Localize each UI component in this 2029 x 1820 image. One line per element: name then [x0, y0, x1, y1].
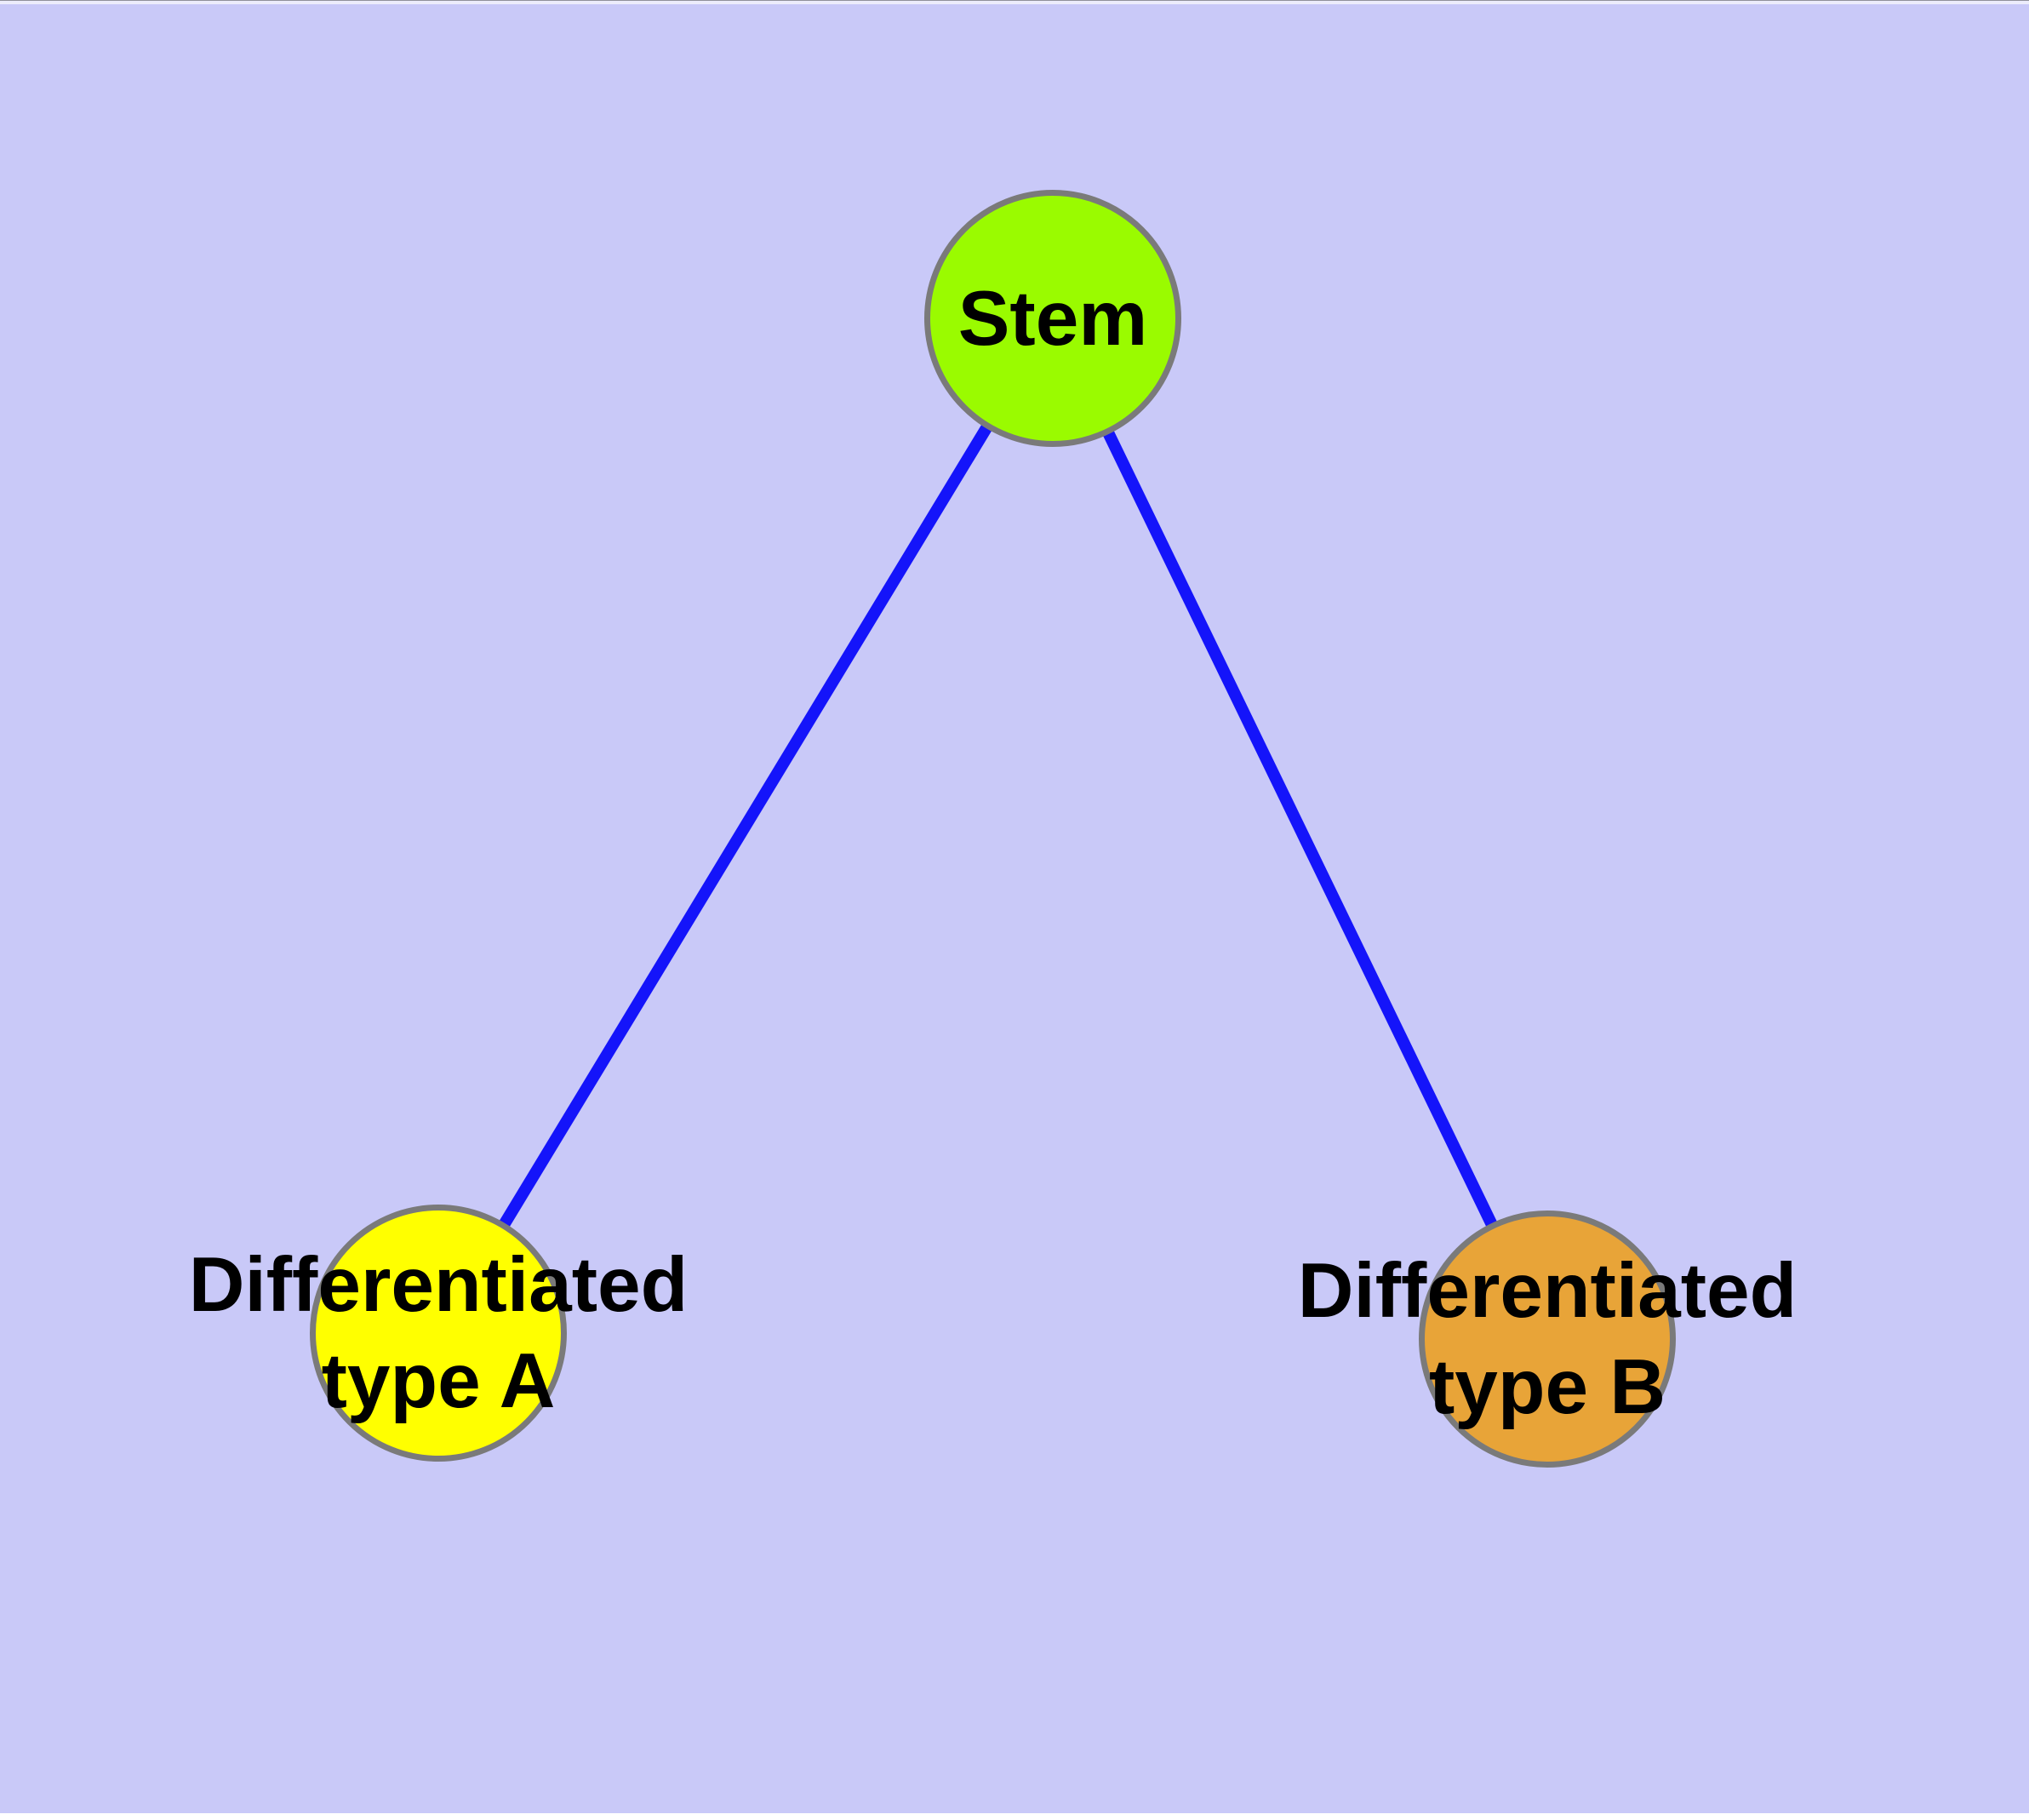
edge-stem-to-type-b — [1047, 315, 1553, 1342]
node-stem-label: Stem — [958, 271, 1148, 367]
plot-top-edge — [0, 0, 2029, 4]
node-label-line: Differentiated — [1297, 1248, 1798, 1334]
node-label-line: type B — [1428, 1344, 1666, 1430]
node-differentiated-type-b: Differentiated type B — [1298, 1210, 1797, 1468]
plot-bottom-edge — [0, 1813, 2029, 1820]
node-differentiated-type-a-label: Differentiated type A — [189, 1237, 689, 1429]
node-differentiated-type-b-label: Differentiated type B — [1298, 1243, 1798, 1435]
node-differentiated-type-a: Differentiated type A — [189, 1205, 688, 1462]
node-label-line: Differentiated — [188, 1242, 689, 1328]
node-label-line: Stem — [957, 275, 1148, 362]
node-label-line: type A — [321, 1338, 556, 1424]
node-stem: Stem — [924, 190, 1181, 447]
edge-stem-to-type-a — [433, 315, 1058, 1336]
